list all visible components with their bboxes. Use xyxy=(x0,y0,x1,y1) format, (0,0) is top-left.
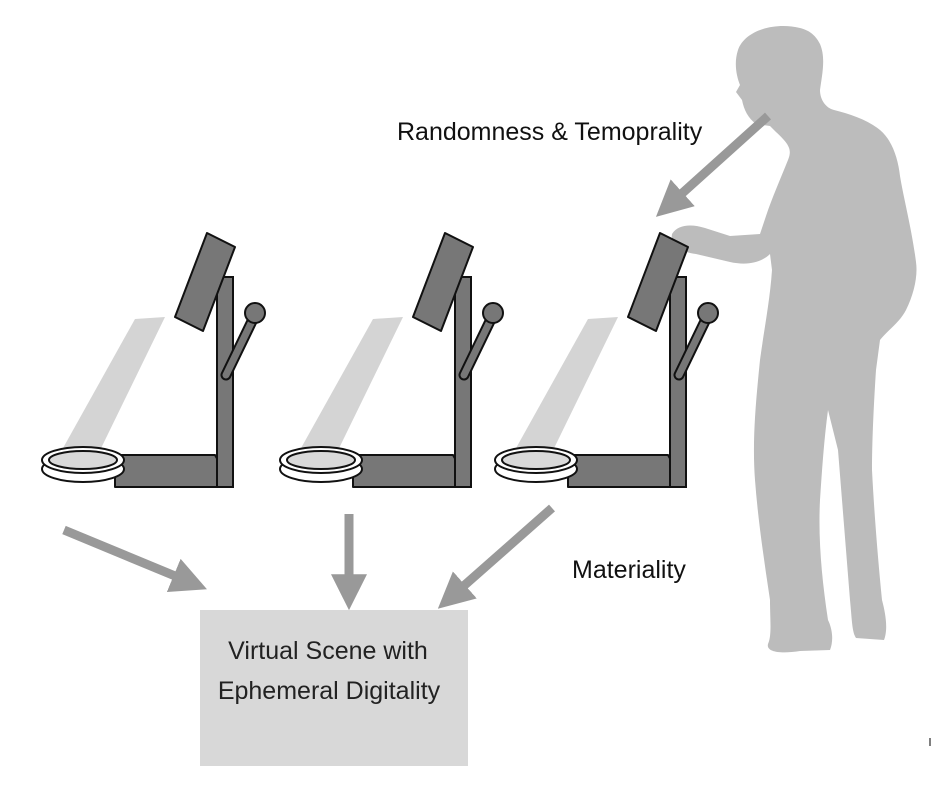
projector-device-3 xyxy=(495,233,718,487)
label-materiality: Materiality xyxy=(572,556,686,584)
arrow-device3-to-scene xyxy=(437,504,555,609)
projector-stand-icon xyxy=(495,233,718,487)
arrow-device1-to-scene xyxy=(62,525,207,593)
scene-title-line2: Ephemeral Digitality xyxy=(218,677,441,705)
scene-title-line1: Virtual Scene with xyxy=(228,637,428,665)
arrow-person-to-devices xyxy=(655,112,772,217)
projector-stand-icon xyxy=(280,233,503,487)
projector-device-2 xyxy=(280,233,503,487)
projector-device-1 xyxy=(42,233,265,487)
projector-stand-icon xyxy=(42,233,265,487)
person-silhouette-icon xyxy=(671,26,917,653)
label-randomness: Randomness & Temoprality xyxy=(397,118,703,146)
virtual-scene-box xyxy=(200,610,468,766)
